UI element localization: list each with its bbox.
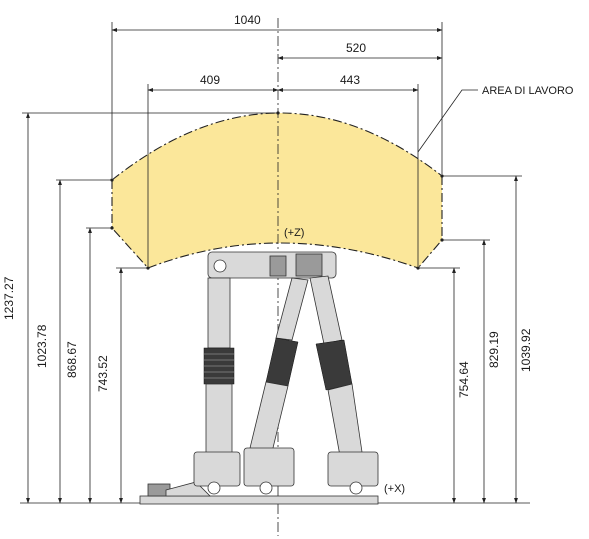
middle-foot-joint bbox=[259, 481, 273, 495]
hexapod-robot bbox=[139, 251, 379, 505]
left-foot-joint bbox=[207, 481, 221, 495]
work-area-envelope bbox=[112, 112, 442, 268]
dim-width-right: 443 bbox=[340, 73, 360, 87]
work-area-leader bbox=[417, 89, 478, 153]
dim-width-half: 520 bbox=[346, 41, 366, 55]
base-plate bbox=[139, 495, 379, 505]
dim-h-left-1: 1237.27 bbox=[2, 276, 16, 320]
middle-leg-lower bbox=[249, 381, 289, 453]
work-area-top-curve bbox=[111, 112, 443, 181]
dim-width-left: 409 bbox=[200, 73, 220, 87]
work-area-label: AREA DI LAVORO bbox=[482, 85, 574, 97]
middle-leg-foot bbox=[243, 447, 295, 487]
work-area-bottom-curve bbox=[147, 242, 419, 269]
axis-z-label: (+Z) bbox=[284, 227, 304, 239]
left-leg-lower bbox=[205, 383, 233, 455]
dim-h-left-4: 743.52 bbox=[96, 355, 110, 392]
right-foot-joint bbox=[349, 481, 363, 495]
axis-x-label: (+X) bbox=[384, 483, 405, 495]
left-leg-foot bbox=[193, 451, 241, 487]
dim-width-total: 1040 bbox=[234, 13, 261, 27]
middle-leg-bellow bbox=[265, 337, 299, 387]
dim-h-right-3: 1039.92 bbox=[519, 328, 533, 372]
left-leg-bellow-ridges bbox=[204, 353, 234, 379]
middle-leg-upper bbox=[275, 277, 309, 341]
dim-h-right-2: 829.19 bbox=[487, 331, 501, 368]
right-leg-bellow bbox=[315, 339, 353, 391]
right-leg-lower bbox=[327, 383, 363, 457]
dim-h-right-1: 754.64 bbox=[457, 361, 471, 398]
left-leg-upper bbox=[207, 277, 231, 349]
dim-h-left-3: 868.67 bbox=[65, 341, 79, 378]
dim-h-left-2: 1023.78 bbox=[35, 324, 49, 368]
platform-joint-right bbox=[295, 253, 323, 277]
right-leg-foot bbox=[327, 451, 379, 487]
right-leg-upper bbox=[309, 275, 343, 345]
platform-joint-left bbox=[213, 259, 227, 273]
platform-joint-center bbox=[269, 255, 287, 277]
